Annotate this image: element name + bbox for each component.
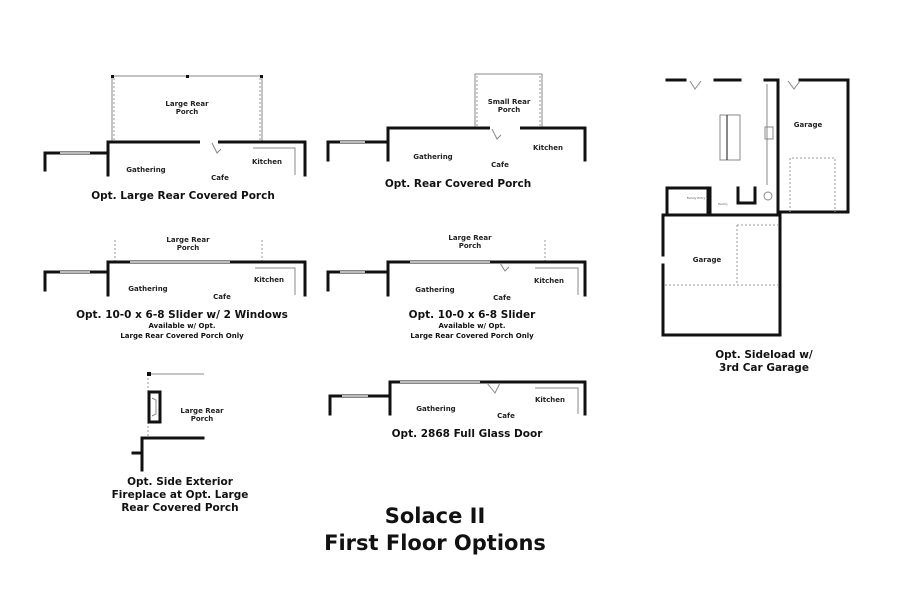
caption-slider-two-windows: Opt. 10-0 x 6-8 Slider w/ 2 Windows Avai…	[76, 309, 288, 341]
room-label-gathering: Gathering	[128, 285, 167, 293]
caption-note: Available w/ Opt.	[148, 322, 216, 330]
caption-line: Opt. Sideload w/	[715, 349, 813, 361]
room-label-gathering: Gathering	[415, 286, 454, 294]
room-label-gathering: Gathering	[413, 153, 452, 161]
room-label-pantry: Pantry	[718, 202, 728, 206]
room-label-kitchen: Kitchen	[533, 144, 563, 152]
room-label-kitchen: Kitchen	[534, 277, 564, 285]
caption-line: 3rd Car Garage	[719, 362, 809, 374]
caption-note: Available w/ Opt.	[438, 322, 506, 330]
subtitle-line: First Floor Options	[324, 531, 546, 555]
room-label-kitchen: Kitchen	[254, 276, 284, 284]
room-label-cafe: Cafe	[211, 174, 229, 182]
caption-note: Large Rear Covered Porch Only	[410, 332, 534, 340]
room-label-cafe: Cafe	[213, 293, 231, 301]
room-label-garage: Garage	[693, 256, 722, 264]
plan-full-glass-door: Gathering Cafe Kitchen	[328, 380, 587, 420]
room-label-gathering: Gathering	[416, 405, 455, 413]
caption-line: Fireplace at Opt. Large	[111, 489, 249, 501]
room-label-kitchen: Kitchen	[535, 396, 565, 404]
caption-sideload-garage: Opt. Sideload w/ 3rd Car Garage	[715, 349, 813, 375]
room-label-family-entry: Family Entry	[687, 196, 706, 200]
room-label-gathering: Gathering	[126, 166, 165, 174]
caption-line: Rear Covered Porch	[121, 502, 239, 514]
caption-line: Opt. Side Exterior	[127, 476, 233, 488]
caption-title: Opt. 10-0 x 6-8 Slider w/ 2 Windows	[76, 309, 288, 321]
room-label-cafe: Cafe	[497, 412, 515, 420]
room-label-kitchen: Kitchen	[252, 158, 282, 166]
caption-side-fireplace: Opt. Side Exterior Fireplace at Opt. Lar…	[112, 476, 249, 515]
room-label-cafe: Cafe	[491, 161, 509, 169]
page-title: Solace II First Floor Options	[324, 503, 546, 557]
caption-large-rear-porch: Opt. Large Rear Covered Porch	[91, 190, 275, 202]
caption-full-glass-door: Opt. 2868 Full Glass Door	[391, 428, 543, 440]
caption-rear-covered-porch: Opt. Rear Covered Porch	[384, 178, 532, 190]
room-label-garage: Garage	[794, 121, 823, 129]
caption-note: Large Rear Covered Porch Only	[120, 332, 244, 340]
title-line: Solace II	[384, 504, 486, 528]
plan-sideload-garage: Garage Garage Family Entry Pantry	[661, 78, 850, 337]
room-label-cafe: Cafe	[493, 294, 511, 302]
caption-title: Opt. 10-0 x 6-8 Slider	[408, 309, 536, 321]
caption-slider: Opt. 10-0 x 6-8 Slider Available w/ Opt.…	[409, 309, 536, 341]
